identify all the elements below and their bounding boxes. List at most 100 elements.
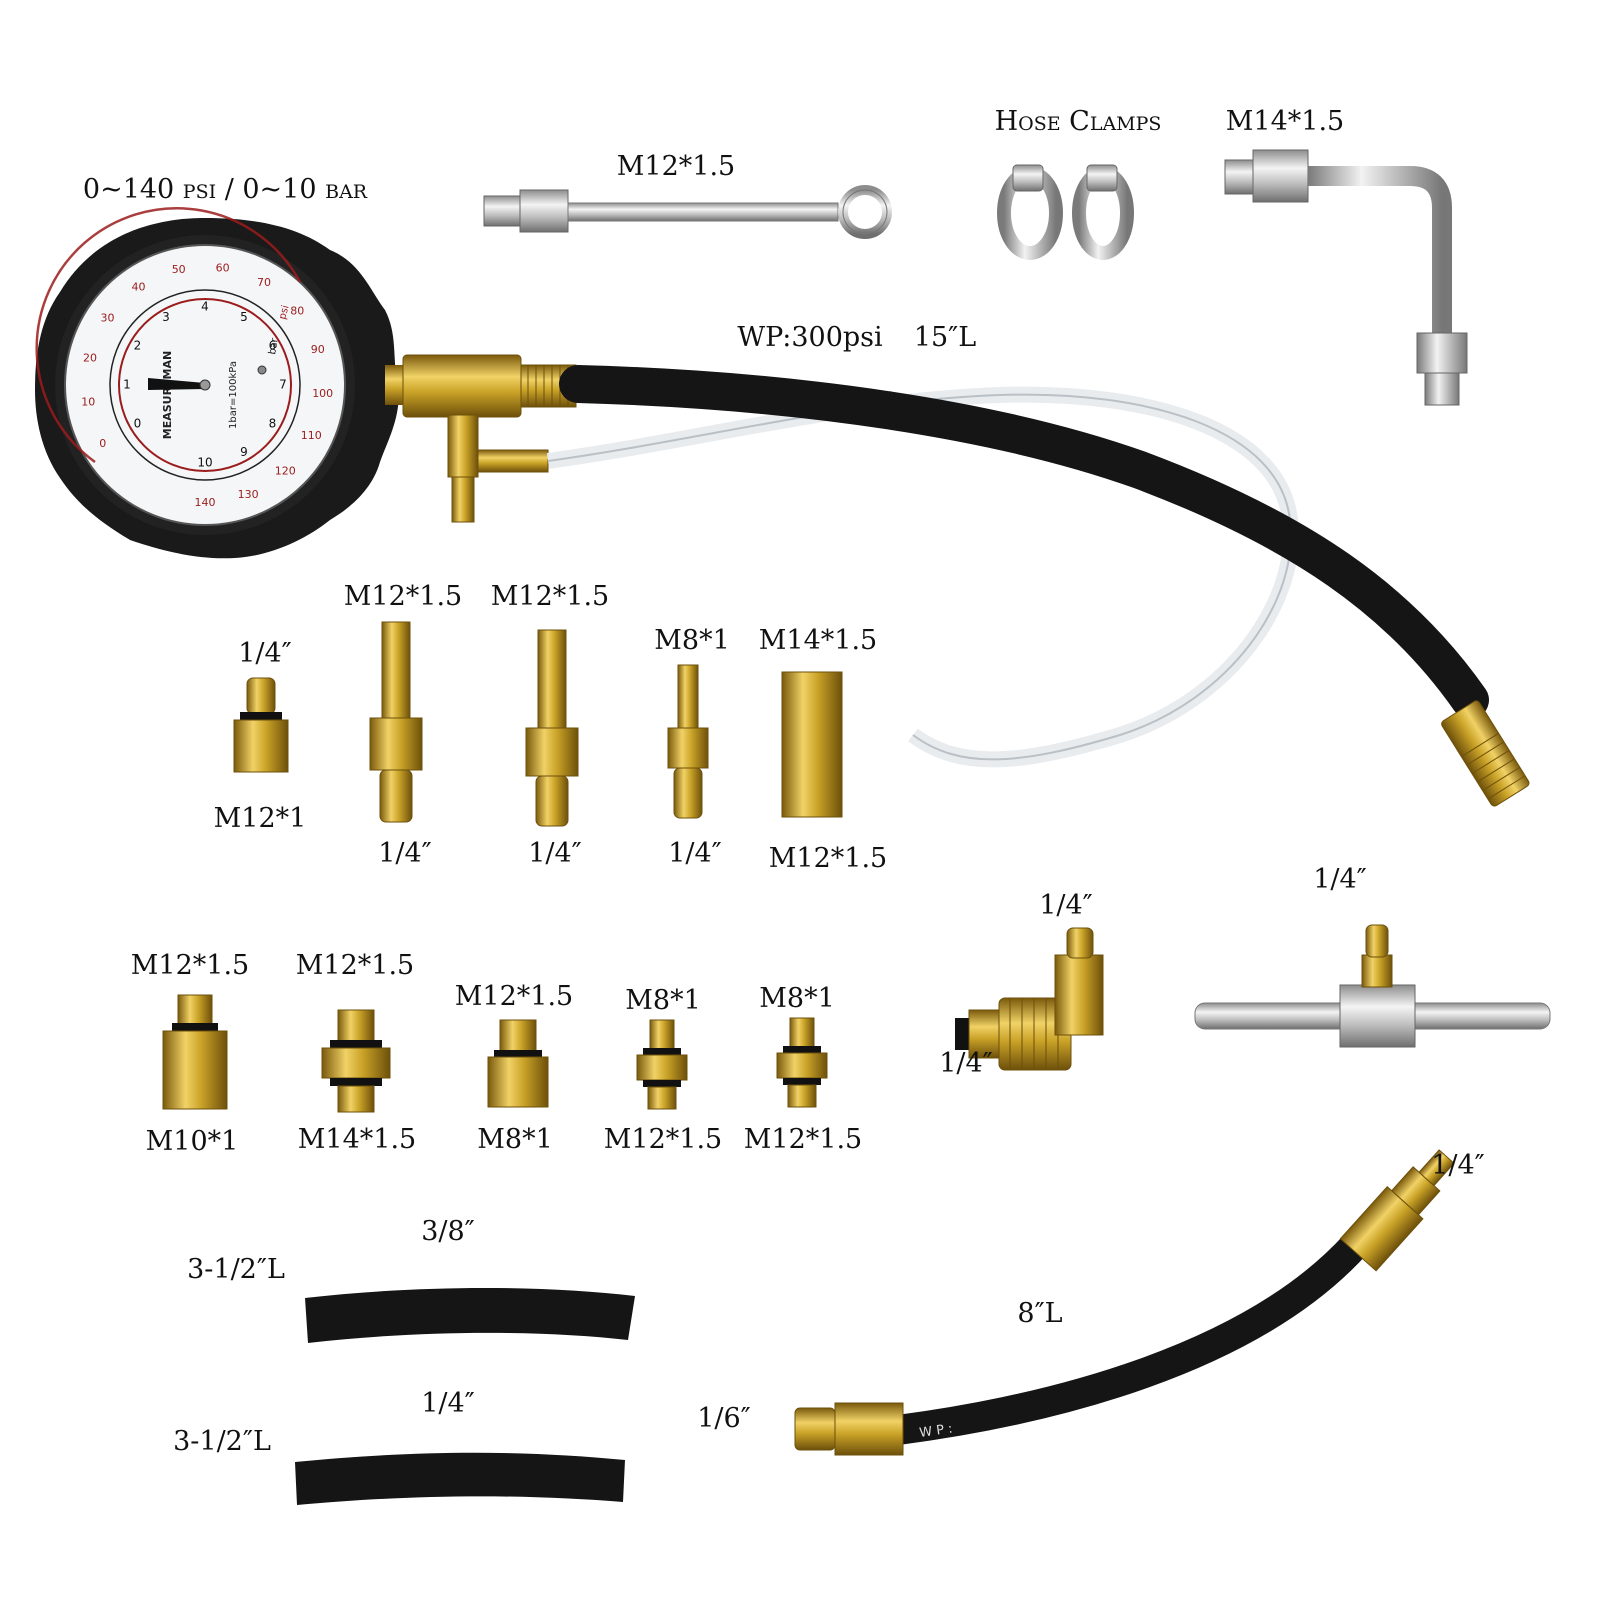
psi-tick-140: 140 xyxy=(195,496,216,509)
main-hose-length-label: 15″L xyxy=(913,322,977,353)
bar-tick-7: 7 xyxy=(279,378,287,392)
psi-tick-20: 20 xyxy=(83,352,97,365)
row1-item3-top-label: M12*1.5 xyxy=(490,581,610,612)
row2-item3-top-label: M12*1.5 xyxy=(454,981,574,1012)
bar-tick-1: 1 xyxy=(123,378,131,392)
main-hose-pressure-label: WP:300psi xyxy=(737,322,883,353)
row2-item4-bottom-label: M12*1.5 xyxy=(603,1124,723,1155)
bar-tick-4: 4 xyxy=(201,300,209,314)
adapter-1-1 xyxy=(233,677,289,773)
bar-tick-5: 5 xyxy=(240,310,248,324)
hose-clamps-part xyxy=(997,164,1134,260)
straight-adapter-part xyxy=(483,185,892,239)
gauge-needle xyxy=(148,378,205,390)
extension-hose-end-bottom xyxy=(794,1402,904,1456)
gauge-needle-hub xyxy=(199,379,211,391)
bar-scale-ring xyxy=(109,289,301,481)
row1-item2-top-label: M12*1.5 xyxy=(343,581,463,612)
clear-bleed-tube xyxy=(546,386,1299,768)
inner-red-ring xyxy=(118,298,292,472)
bar-tick-3: 3 xyxy=(162,310,170,324)
psi-tick-120: 120 xyxy=(275,465,296,478)
psi-tick-50: 50 xyxy=(172,263,186,276)
valve-elbow-top-label: 1/4″ xyxy=(1039,890,1093,921)
gauge-bar-unit: bar xyxy=(267,336,281,355)
extension-hose-print: W P : xyxy=(918,1421,953,1440)
short-hose-2-diameter-label: 1/4″ xyxy=(421,1388,475,1419)
adapter-2-5 xyxy=(776,1017,828,1108)
psi-tick-130: 130 xyxy=(238,488,259,501)
gauge-psi-unit: psi xyxy=(277,304,291,321)
gauge-conversion-note: 1bar=100kPa xyxy=(228,361,239,429)
main-hose xyxy=(559,365,1489,719)
row2-item3-bottom-label: M8*1 xyxy=(477,1124,553,1155)
gauge-adjust-screw xyxy=(257,365,267,375)
adapter-2-1 xyxy=(162,994,228,1110)
row2-item4-top-label: M8*1 xyxy=(625,985,701,1016)
extension-hose-length-label: 8″L xyxy=(1017,1298,1063,1329)
psi-tick-110: 110 xyxy=(301,429,322,442)
extension-hose-end-top xyxy=(1339,1149,1455,1272)
bar-tick-2: 2 xyxy=(134,339,142,353)
adapter-2-3 xyxy=(487,1019,549,1108)
psi-tick-40: 40 xyxy=(132,281,146,294)
bar-tick-0: 0 xyxy=(134,417,142,431)
pressure-gauge: 0 10 20 30 40 50 60 70 80 90 100 110 120 130 140 0 1 2 3 4… xyxy=(35,207,399,559)
extension-hose xyxy=(896,1234,1367,1445)
row1-item4-top-label: M8*1 xyxy=(654,625,730,656)
row1-item5-bottom-label: M12*1.5 xyxy=(768,843,888,874)
adapter-1-5 xyxy=(781,671,843,818)
short-hose-3-8 xyxy=(305,1287,635,1343)
tee-fitting-top-label: 1/4″ xyxy=(1313,864,1367,895)
tee-fitting-part xyxy=(1194,924,1551,1048)
adapter-1-2 xyxy=(369,621,423,823)
extension-hose-top-label: 1/4″ xyxy=(1431,1150,1485,1181)
psi-tick-100: 100 xyxy=(312,387,333,400)
elbow-adapter-part xyxy=(1224,149,1468,406)
extension-hose-bottom-label: 1/6″ xyxy=(697,1403,751,1434)
short-hose-2-length-label: 3-1/2″L xyxy=(173,1426,271,1457)
psi-tick-60: 60 xyxy=(216,261,230,274)
bar-tick-9: 9 xyxy=(240,445,248,459)
valve-elbow-part xyxy=(955,927,1104,1071)
gauge-brand: MEASUREMAN xyxy=(161,351,174,439)
straight-adapter-label: M12*1.5 xyxy=(616,151,736,182)
short-hose-1-4 xyxy=(295,1452,625,1505)
row1-item5-top-label: M14*1.5 xyxy=(758,625,878,656)
row1-item2-bottom-label: 1/4″ xyxy=(378,838,432,869)
adapter-1-3 xyxy=(525,629,579,827)
row2-item1-bottom-label: M10*1 xyxy=(145,1126,239,1157)
psi-tick-10: 10 xyxy=(81,396,95,409)
valve-elbow-side-label: 1/4″ xyxy=(939,1048,993,1079)
psi-tick-70: 70 xyxy=(257,276,271,289)
row2-item5-top-label: M8*1 xyxy=(759,983,835,1014)
adapter-2-2 xyxy=(321,1009,391,1113)
short-hose-1-length-label: 3-1/2″L xyxy=(187,1254,285,1285)
psi-tick-80: 80 xyxy=(290,304,304,317)
bar-tick-8: 8 xyxy=(269,417,277,431)
adapter-row-2 xyxy=(162,994,828,1113)
gauge-range-label: 0~140 psi / 0~10 bar xyxy=(82,174,368,205)
psi-tick-90: 90 xyxy=(311,343,325,356)
elbow-adapter-label: M14*1.5 xyxy=(1225,106,1345,137)
brass-manifold xyxy=(385,354,577,523)
main-hose-quick-coupler xyxy=(1441,700,1530,807)
row2-item1-top-label: M12*1.5 xyxy=(130,950,250,981)
psi-scale-arc xyxy=(35,207,302,464)
row1-item4-bottom-label: 1/4″ xyxy=(668,838,722,869)
row1-item1-top-label: 1/4″ xyxy=(238,638,292,669)
bar-tick-6: 6 xyxy=(269,339,277,353)
short-hose-1-diameter-label: 3/8″ xyxy=(421,1216,475,1247)
psi-tick-30: 30 xyxy=(101,312,115,325)
adapter-2-4 xyxy=(636,1019,688,1110)
adapter-row-1 xyxy=(233,621,843,827)
row2-item2-top-label: M12*1.5 xyxy=(295,950,415,981)
row2-item2-bottom-label: M14*1.5 xyxy=(297,1124,417,1155)
row1-item1-bottom-label: M12*1 xyxy=(213,803,307,834)
hose-clamps-label: Hose Clamps xyxy=(994,106,1162,137)
psi-tick-0: 0 xyxy=(99,437,106,450)
row2-item5-bottom-label: M12*1.5 xyxy=(743,1124,863,1155)
